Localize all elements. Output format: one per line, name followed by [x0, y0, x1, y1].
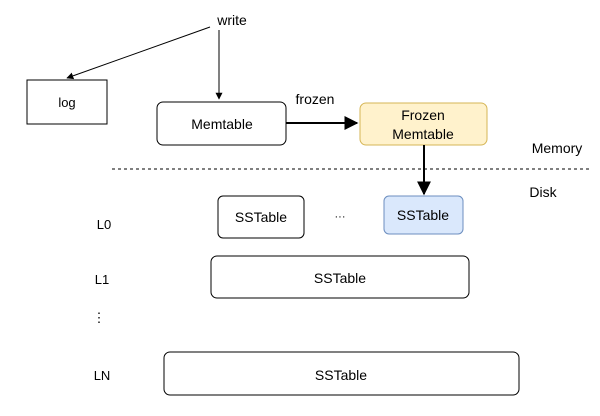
log-label: log: [58, 95, 75, 110]
levels-vertical-ellipsis: ⋮: [93, 310, 106, 325]
l1-sstable-box: [210, 255, 470, 299]
memtable-label: Memtable: [191, 116, 253, 132]
l0-sstable-label: SSTable: [235, 209, 287, 225]
disk-label: Disk: [529, 184, 557, 200]
l1-sstable-label: SSTable: [314, 270, 366, 286]
l0-ellipsis: ···: [335, 211, 346, 223]
log-box: [26, 79, 108, 125]
new-sstable-box: [383, 195, 464, 235]
frozen-memtable-label-line2: Memtable: [392, 126, 454, 142]
memory-label: Memory: [532, 140, 583, 156]
l0-sstable-box: [217, 195, 305, 239]
write-to-log-arrow: [66, 26, 211, 80]
ln-sstable-box: [163, 351, 520, 396]
write-label: write: [216, 12, 247, 28]
frozen-memtable-label-line1: Frozen: [401, 107, 445, 123]
level-l1-label: L1: [95, 272, 109, 287]
new-sstable-label: SSTable: [397, 207, 449, 223]
level-ln-label: LN: [94, 368, 111, 383]
level-l0-label: L0: [97, 217, 111, 232]
ln-sstable-label: SSTable: [315, 367, 367, 383]
frozen-label: frozen: [296, 91, 335, 107]
